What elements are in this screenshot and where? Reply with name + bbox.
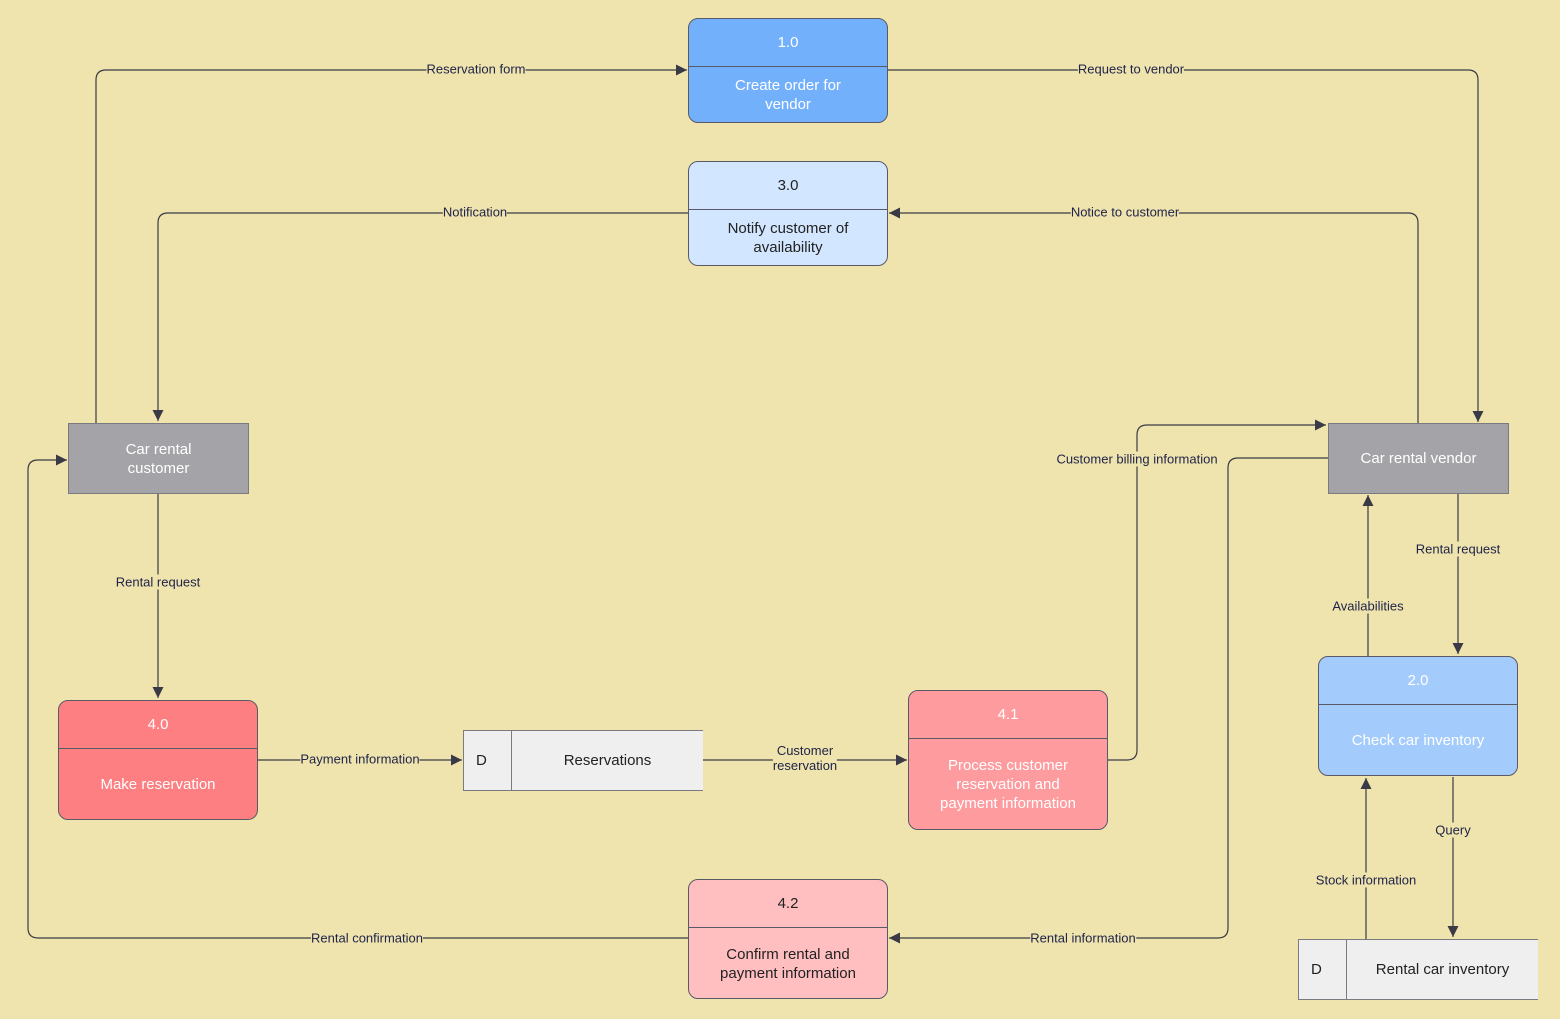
store-name: Rental car inventory <box>1375 961 1510 978</box>
process-2-0[interactable]: 2.0 Check car inventory <box>1318 656 1518 776</box>
store-reservations[interactable]: D Reservations <box>463 730 703 791</box>
flow-customer-billing-information <box>1108 419 1326 761</box>
label-payment-information: Payment information <box>300 751 420 767</box>
entity-car-rental-vendor[interactable]: Car rental vendor <box>1328 423 1509 494</box>
flow-rental-information <box>889 457 1328 944</box>
label-rental-confirmation: Rental confirmation <box>311 930 423 946</box>
store-letter: D <box>464 731 512 790</box>
label-rental-request-customer: Rental request <box>115 574 201 590</box>
process-title: Make reservation <box>100 776 216 793</box>
flow-notification <box>152 212 688 421</box>
process-3-0[interactable]: 3.0 Notify customer of availability <box>688 161 888 266</box>
process-title: Confirm rental and payment information <box>720 945 856 982</box>
flow-request-to-vendor <box>888 69 1484 422</box>
flow-reservation-form <box>95 64 687 423</box>
flow-rental-confirmation <box>27 454 688 939</box>
label-customer-billing-information: Customer billing information <box>1056 451 1218 467</box>
process-4-1[interactable]: 4.1 Process customer reservation and pay… <box>908 690 1108 830</box>
process-4-0[interactable]: 4.0 Make reservation <box>58 700 258 820</box>
process-title: Create order for vendor <box>735 77 841 113</box>
process-title: Process customer reservation and payment… <box>940 757 1076 812</box>
process-number: 2.0 <box>1319 657 1517 705</box>
process-number: 4.2 <box>689 880 887 928</box>
label-notice-to-customer: Notice to customer <box>1070 204 1180 220</box>
store-letter: D <box>1299 940 1347 999</box>
store-name: Reservations <box>563 752 652 769</box>
label-availabilities: Availabilities <box>1332 598 1404 614</box>
process-number: 3.0 <box>689 162 887 210</box>
flow-notice-to-customer <box>889 207 1419 423</box>
process-number: 1.0 <box>689 19 887 67</box>
process-number: 4.0 <box>59 701 257 749</box>
label-request-to-vendor: Request to vendor <box>1077 61 1185 77</box>
entity-car-rental-customer[interactable]: Car rental customer <box>68 423 249 494</box>
label-rental-information: Rental information <box>1030 930 1136 946</box>
label-customer-reservation: Customer reservation <box>772 743 838 773</box>
process-title: Check car inventory <box>1351 732 1485 749</box>
process-1-0[interactable]: 1.0 Create order for vendor <box>688 18 888 123</box>
store-rental-car-inventory[interactable]: D Rental car inventory <box>1298 939 1538 1000</box>
label-notification: Notification <box>442 204 508 220</box>
label-reservation-form: Reservation form <box>426 61 526 77</box>
label-rental-request-vendor: Rental request <box>1415 541 1501 557</box>
process-4-2[interactable]: 4.2 Confirm rental and payment informati… <box>688 879 888 999</box>
label-query: Query <box>1435 822 1471 838</box>
process-number: 4.1 <box>909 691 1107 739</box>
label-stock-information: Stock information <box>1315 872 1417 888</box>
process-title: Notify customer of availability <box>727 220 849 256</box>
